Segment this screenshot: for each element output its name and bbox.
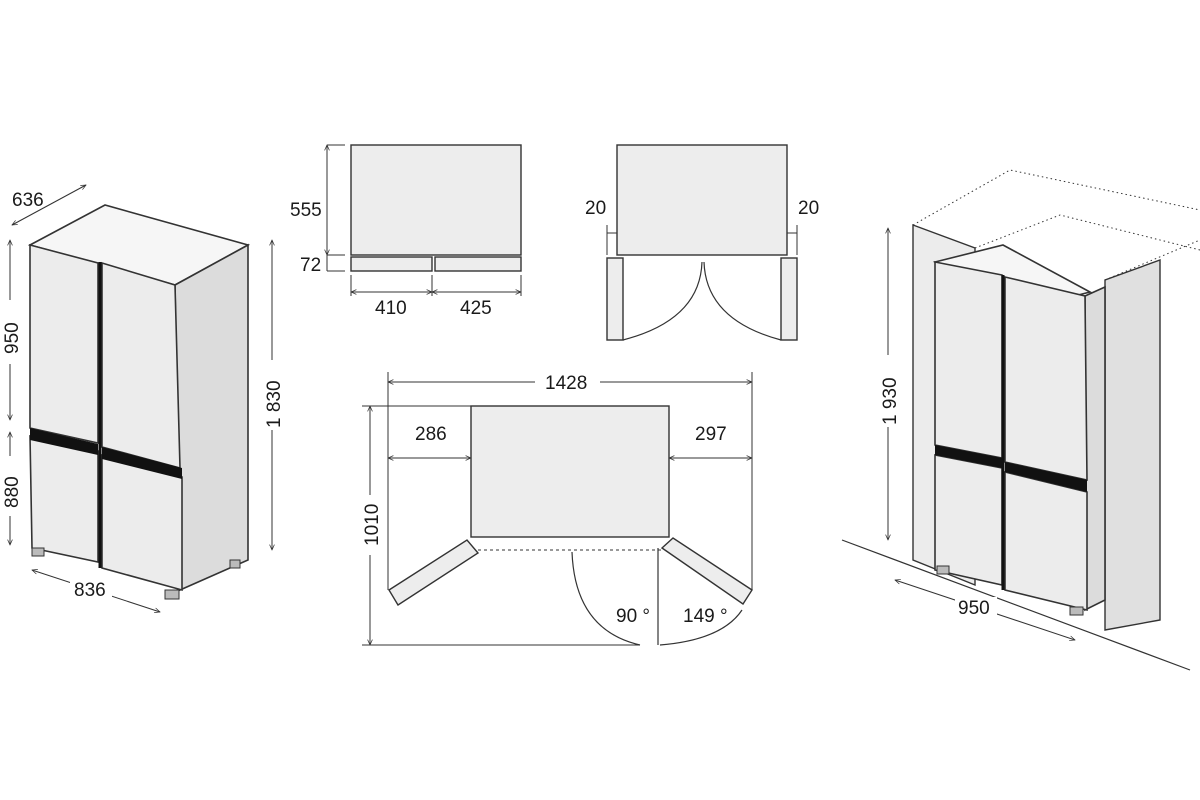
- top-view-clearance: 20 20: [585, 144, 819, 341]
- drawer-depth-label: 72: [300, 255, 321, 276]
- total-height-label: 1 830: [264, 380, 285, 428]
- isometric-fridge: 636 950 880 1 830 836: [0, 184, 285, 612]
- upper-right-door: [101, 261, 181, 470]
- swing-arc-149: [659, 609, 743, 646]
- niche-outline-top: [912, 169, 1200, 226]
- total-height-label-bg: [262, 360, 284, 430]
- upper-height-label: 950: [2, 322, 23, 354]
- right-door-swing-arc: [703, 261, 782, 341]
- width-label: 836: [74, 580, 106, 601]
- angle-149-label: 149 °: [683, 606, 728, 627]
- installed-separator-right: [1005, 462, 1087, 492]
- left-drawer: [350, 256, 433, 272]
- upper-left-door: [29, 243, 99, 444]
- right-drawer-label: 425: [460, 298, 492, 319]
- upper-height-label-bg: [0, 300, 20, 364]
- fridge-top-outline: [350, 144, 522, 256]
- left-door-open: [606, 257, 624, 341]
- fridge-side-face: [174, 243, 249, 592]
- left-door-plan: [388, 539, 480, 606]
- right-margin-label: 297: [695, 424, 727, 445]
- overall-depth-label: 1010: [362, 504, 383, 546]
- installed-upper-right-door: [1004, 275, 1088, 481]
- overall-width-label: 1428: [545, 373, 587, 394]
- foot-back-right: [229, 559, 241, 569]
- niche-height-label: 1 930: [880, 377, 901, 425]
- installed-upper-left-door: [934, 261, 1003, 459]
- separator-band-right: [102, 447, 182, 479]
- niche-width-label-bg: [955, 597, 997, 619]
- left-drawer-label: 410: [375, 298, 407, 319]
- installed-fridge-side: [1084, 285, 1106, 612]
- lower-height-label-bg: [0, 456, 20, 516]
- niche-width-label: 950: [958, 598, 990, 619]
- depth-dimension-line: [12, 184, 86, 226]
- left-gap-label: 20: [585, 198, 606, 219]
- installed-lower-right-door: [1004, 470, 1088, 612]
- installed-foot-left: [936, 565, 950, 575]
- overall-depth-label-bg: [360, 495, 382, 555]
- left-door-swing-arc: [622, 261, 703, 341]
- installed-separator-left: [935, 445, 1002, 468]
- foot-front-right: [164, 589, 180, 600]
- separator-band-left: [30, 428, 98, 455]
- lower-left-door: [29, 435, 99, 563]
- fridge-top-outline-2: [616, 144, 788, 256]
- installed-niche-view: 1 930 950: [841, 169, 1200, 671]
- top-view-drawers: 555 72 410 425: [290, 144, 522, 319]
- right-door-plan: [660, 537, 753, 605]
- depth-label: 636: [12, 190, 44, 211]
- installed-foot-right: [1069, 606, 1084, 616]
- right-door-open: [780, 257, 798, 341]
- niche-outline-inner: [974, 214, 1200, 251]
- left-margin-label: 286: [415, 424, 447, 445]
- right-drawer: [434, 256, 522, 272]
- body-depth-label: 555: [290, 200, 322, 221]
- right-gap-label: 20: [798, 198, 819, 219]
- angle-90-label: 90 °: [616, 606, 650, 627]
- niche-outline-edge: [1104, 239, 1200, 281]
- foot-front-left: [31, 547, 45, 557]
- door-swing-view: 1428 286 297 1010 90 ° 149 °: [360, 372, 753, 646]
- niche-side-wall: [1104, 259, 1161, 631]
- fridge-plan-outline: [470, 405, 670, 538]
- swing-arc-90: [571, 551, 641, 646]
- lower-height-label: 880: [2, 476, 23, 508]
- niche-height-label-bg: [878, 355, 900, 427]
- width-label-bg: [70, 578, 112, 600]
